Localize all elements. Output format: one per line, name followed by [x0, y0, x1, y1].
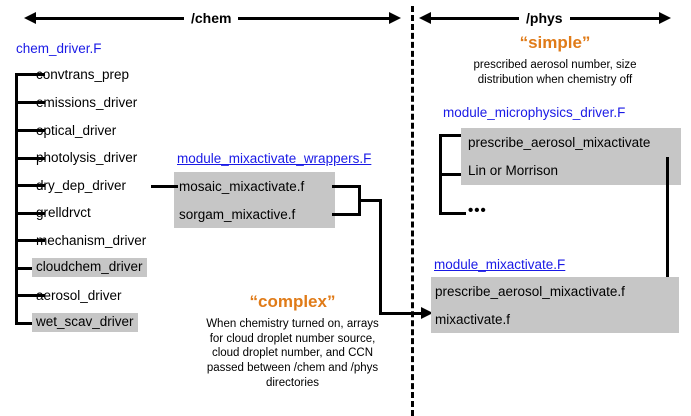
chem-bracket-tick-7 — [15, 239, 45, 242]
chem-item-emissions-driver[interactable]: emissions_driver — [36, 95, 138, 110]
chem-item-wet-scav-driver[interactable]: wet_scav_driver — [32, 313, 138, 332]
chem-scope-arrow: /chem — [24, 10, 408, 26]
chem-bracket-spine — [15, 73, 18, 325]
complex-callout-line-4: passed between /chem and /phys — [206, 362, 379, 375]
microphysics-bracket-tick-1 — [439, 134, 466, 137]
connector-complex-stem — [379, 199, 382, 315]
chem-item-mechanism-driver[interactable]: mechanism_driver — [36, 233, 147, 248]
simple-callout-line-2: distribution when chemistry off — [477, 73, 633, 86]
connector-sorgam-out — [332, 213, 361, 216]
mixactivate-heading[interactable]: module_mixactivate.F — [434, 257, 566, 272]
chem-tree-bracket — [15, 73, 45, 325]
chem-arrow-head-right — [389, 12, 402, 24]
phys-scope-label: /phys — [526, 10, 563, 26]
mixactivate-row-mixactivate[interactable]: mixactivate.f — [435, 312, 511, 327]
chem-bracket-tick-3 — [15, 129, 45, 132]
mixactivate-box: prescribe_aerosol_mixactivate.f mixactiv… — [431, 277, 679, 333]
chem-phys-divider — [411, 6, 414, 416]
chem-driver-heading: chem_driver.F — [16, 41, 102, 56]
chem-item-photolysis-driver[interactable]: photolysis_driver — [36, 150, 138, 165]
chem-arrow-line-left — [36, 16, 184, 20]
chem-item-convtrans-prep[interactable]: convtrans_prep — [36, 67, 130, 82]
mixactivate-wrappers-box: mosaic_mixactivate.f sorgam_mixactive.f — [174, 172, 335, 228]
simple-callout-line-1: prescribed aerosol number, size — [473, 59, 637, 71]
microphysics-bracket-tick-2 — [439, 173, 466, 176]
connector-join-to-stem — [358, 199, 382, 202]
chem-item-aerosol-driver[interactable]: aerosol_driver — [36, 288, 122, 303]
complex-callout-line-1: When chemistry turned on, arrays — [206, 318, 379, 330]
phys-arrow-head-left — [419, 12, 431, 24]
chem-bracket-tick-2 — [15, 101, 45, 104]
phys-arrow-line-left — [431, 16, 519, 20]
microphysics-row-lin-or-morrison[interactable]: Lin or Morrison — [468, 163, 559, 178]
connector-complex-to-mixactivate — [379, 312, 423, 315]
chem-arrow-head-left — [24, 12, 36, 24]
chem-item-optical-driver[interactable]: optical_driver — [36, 123, 117, 138]
mixactivate-wrappers-heading[interactable]: module_mixactivate_wrappers.F — [177, 151, 372, 166]
simple-callout-body: prescribed aerosol number, size distribu… — [430, 58, 680, 87]
connector-microphysics-stem — [666, 157, 669, 312]
chem-bracket-tick-5 — [15, 184, 45, 187]
chem-bracket-tick-6 — [15, 212, 45, 215]
microphysics-box: prescribe_aerosol_mixactivate Lin or Mor… — [461, 128, 681, 185]
microphysics-row-prescribe-aerosol[interactable]: prescribe_aerosol_mixactivate — [468, 135, 651, 150]
chem-bracket-tick-1 — [15, 73, 45, 76]
complex-callout-line-2: for cloud droplet number source, — [209, 332, 376, 345]
wrappers-row-sorgam[interactable]: sorgam_mixactive.f — [179, 207, 296, 222]
complex-callout-body: When chemistry turned on, arrays for clo… — [185, 317, 400, 391]
chem-arrow-line-right — [238, 16, 390, 20]
mixactivate-row-prescribe-aerosol[interactable]: prescribe_aerosol_mixactivate.f — [435, 284, 625, 299]
microphysics-driver-heading: module_microphysics_driver.F — [443, 105, 626, 120]
chem-item-grelldrvct[interactable]: grelldrvct — [36, 205, 91, 220]
chem-bracket-tick-4 — [15, 157, 45, 160]
microphysics-ellipsis: ••• — [468, 202, 487, 219]
chem-item-dry-dep-driver[interactable]: dry_dep_driver — [36, 178, 127, 193]
microphysics-bracket-tick-3 — [439, 212, 466, 215]
chem-bracket-tick-9 — [15, 294, 45, 297]
chem-scope-label: /chem — [191, 10, 232, 26]
chem-item-cloudchem-driver[interactable]: cloudchem_driver — [32, 258, 147, 277]
connector-drydep-to-wrappers — [151, 185, 178, 188]
phys-scope-arrow: /phys — [419, 10, 681, 26]
complex-callout-line-5: directories — [265, 376, 320, 389]
simple-callout-title: “simple” — [519, 33, 591, 52]
complex-callout-line-3: cloud droplet number, and CCN — [211, 347, 374, 360]
complex-callout-title: “complex” — [249, 292, 336, 311]
chem-bracket-tick-10 — [15, 322, 45, 325]
phys-arrow-head-right — [658, 12, 671, 24]
chem-bracket-tick-8 — [15, 267, 45, 270]
wrappers-row-mosaic[interactable]: mosaic_mixactivate.f — [179, 179, 305, 194]
connector-complex-arrowhead — [421, 307, 433, 319]
phys-arrow-line-right — [569, 16, 659, 20]
microphysics-tree-bracket — [439, 134, 466, 215]
connector-mosaic-out — [332, 185, 361, 188]
